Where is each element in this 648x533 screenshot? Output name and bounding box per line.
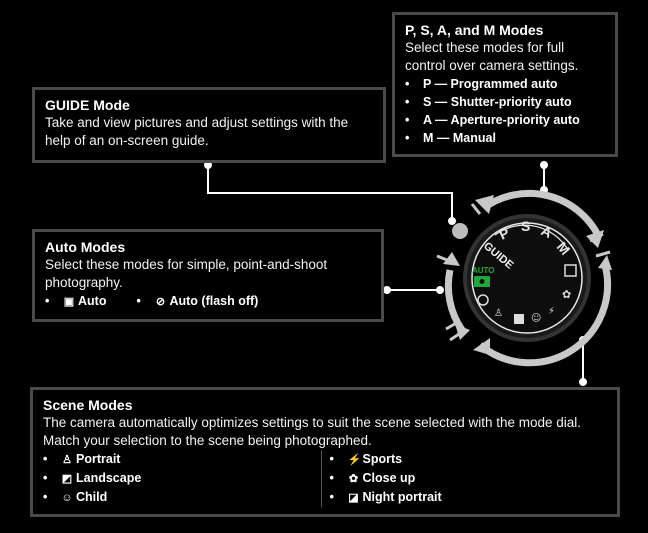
scene-arc-arrow [477, 264, 612, 367]
dial-letter-s: S [521, 218, 530, 234]
dial-auto-label: AUTO [472, 266, 495, 275]
guide-title: GUIDE Mode [45, 97, 130, 113]
flash-off-icon [477, 294, 489, 306]
landscape-icon: ◩ [61, 473, 73, 485]
arrowhead-icon [475, 195, 494, 214]
scene-list-left: •♙Portrait •◩Landscape •☺Child [43, 450, 321, 507]
scene-list-right: •⚡Sports •✿Close up •◪Night portrait [320, 450, 608, 507]
range-arrows [444, 189, 612, 367]
dial-child-icon: ☺ [531, 313, 541, 324]
scene-title: Scene Modes [43, 397, 133, 413]
dial-portrait-icon: ♙ [494, 308, 503, 319]
psam-title: P, S, A, and M Modes [405, 22, 544, 38]
arrowhead-icon [598, 255, 612, 270]
scene-description: The camera automatically optimizes setti… [43, 415, 582, 448]
auto-title: Auto Modes [45, 239, 126, 255]
auto-camera-icon: ▣ [63, 296, 75, 308]
guide-connector [207, 165, 453, 221]
list-item: •☺Child [43, 488, 321, 507]
child-icon: ☺ [61, 492, 73, 504]
list-item: •S — Shutter-priority auto [405, 95, 572, 109]
psam-list: •P — Programmed auto •S — Shutter-priori… [405, 75, 605, 147]
list-item: •✿Close up [330, 469, 608, 488]
sports-icon: ⚡ [347, 454, 362, 466]
guide-description: Take and view pictures and adjust settin… [45, 115, 349, 148]
auto-arc-arrow [444, 269, 465, 332]
guide-indicator-dot [452, 223, 468, 239]
auto-modes-box: Auto Modes Select these modes for simple… [32, 229, 384, 322]
scene-modes-box: Scene Modes The camera automatically opt… [30, 387, 620, 517]
dial-closeup-icon: ✿ [562, 288, 571, 301]
tick-marks [436, 203, 611, 342]
psam-arc-arrow [483, 189, 602, 237]
list-item: •▣Auto [45, 292, 106, 311]
arrowhead-icon [443, 252, 460, 266]
dial-landscape-icon [514, 314, 524, 324]
list-item: •⊘Auto (flash off) [136, 292, 258, 311]
guide-mode-box: GUIDE Mode Take and view pictures and ad… [32, 87, 386, 163]
auto-description: Select these modes for simple, point-and… [45, 257, 328, 290]
list-item: •P — Programmed auto [405, 77, 558, 91]
arrowhead-icon [455, 324, 470, 340]
dial-sports-icon: ⚡ [548, 306, 555, 317]
list-item: •M — Manual [405, 131, 496, 145]
list-item: •◩Landscape [43, 469, 321, 488]
arrowhead-icon [473, 338, 490, 355]
mode-dial[interactable]: P S A M GUIDE AUTO ♙ ☺ ⚡ ✿ [463, 214, 591, 342]
flash-off-icon: ⊘ [155, 296, 166, 308]
night-portrait-icon: ◪ [348, 492, 359, 504]
list-item: •⚡Sports [330, 450, 608, 469]
list-item: •A — Aperture-priority auto [405, 113, 580, 127]
list-item: •◪Night portrait [330, 488, 608, 507]
close-up-icon: ✿ [348, 473, 359, 485]
auto-list: •▣Auto •⊘Auto (flash off) [45, 292, 371, 311]
scene-lists: •♙Portrait •◩Landscape •☺Child •⚡Sports … [43, 450, 607, 507]
psam-description: Select these modes for full control over… [405, 40, 579, 73]
portrait-icon: ♙ [62, 454, 72, 466]
list-item: •♙Portrait [43, 450, 321, 469]
psam-modes-box: P, S, A, and M Modes Select these modes … [392, 12, 618, 157]
dial-night-portrait-icon [564, 264, 577, 277]
